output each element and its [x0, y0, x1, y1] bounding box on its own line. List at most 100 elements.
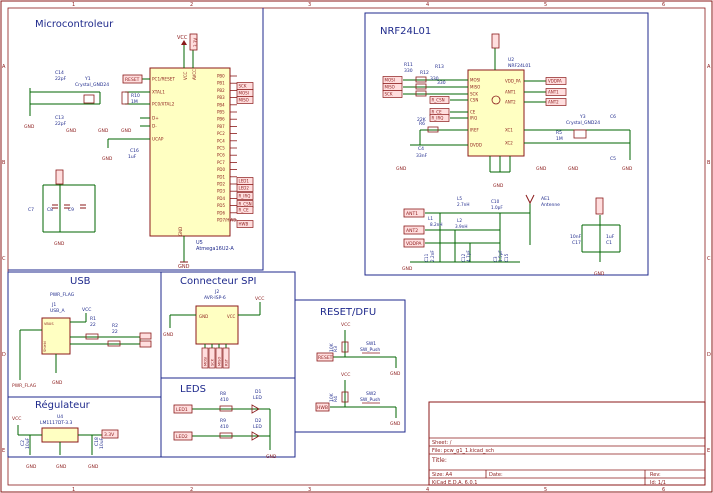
svg-text:GND: GND: [56, 464, 67, 470]
crystal-y1[interactable]: Y1 Crystal_GND24: [75, 76, 109, 104]
frame-row-C: C: [2, 256, 6, 262]
nrf-logo-icon: [491, 95, 501, 105]
nrf-3v3-flag: [491, 33, 500, 49]
mcu-pin-left: PC1/RESET: [152, 77, 175, 82]
svg-text:10K: 10K: [329, 342, 335, 352]
cap-c13-val: 22pF: [55, 121, 67, 127]
svg-text:C18: C18: [94, 437, 100, 446]
antenna-part-label: 1.0pF: [491, 205, 503, 210]
mcu-pin-right: PB6: [217, 117, 225, 122]
spi-connector[interactable]: J2 AVR-ISP-6 GND VCC: [195, 289, 239, 345]
svg-text:Crystal_GND24: Crystal_GND24: [566, 120, 600, 126]
antenna-part-label: 1.5pF: [498, 250, 503, 262]
mcu-net-label: R_CE: [239, 208, 250, 213]
nrf-value: NRF24L01: [508, 63, 531, 69]
usb-labels: PWR_FLAG VCC R1 22 R2 22 PWR_FLAG GND: [12, 292, 118, 389]
mcu-pin-right: PD4: [217, 196, 225, 201]
svg-text:10uF: 10uF: [99, 437, 105, 449]
mcu-pin-right: PD0: [217, 167, 225, 172]
frame-row-D: D: [2, 352, 6, 358]
nrf-pin-left: DVDD: [470, 143, 482, 148]
svg-text:10nF: 10nF: [570, 234, 582, 240]
mcu-pin-right: PB2: [217, 88, 225, 93]
svg-text:GND: GND: [396, 166, 407, 172]
svg-text:10uF: 10uF: [25, 437, 31, 449]
antenna-part-label: 3.9nH: [455, 224, 467, 229]
svg-text:R3: R3: [333, 346, 339, 352]
svg-text:C1: C1: [606, 240, 612, 246]
svg-text:VCC: VCC: [82, 307, 91, 313]
cap-c9-ref: C9: [68, 207, 74, 213]
frame-col-2: 2: [190, 2, 193, 8]
mcu-pin-left: PC0/XTAL2: [152, 102, 175, 107]
svg-text:VDDPA: VDDPA: [406, 241, 422, 247]
nrf-net-label: R_IRQ: [432, 116, 444, 121]
svg-text:RESET: RESET: [318, 355, 333, 361]
cap-c16-val: 1uF: [128, 154, 137, 160]
svg-text:GND: GND: [594, 271, 605, 277]
nrf-net-box: [545, 98, 567, 106]
mcu-reset-label-box[interactable]: [122, 74, 143, 84]
leds-parts[interactable]: D1 LED D2 LED R8 410 R9 410: [219, 389, 262, 441]
crystal-y1-value: Crystal_GND24: [75, 82, 109, 88]
block-title-micro: Microcontroleur: [35, 19, 114, 30]
mcu-pin-left: D-: [152, 124, 157, 129]
nrf-pin-right: VDD_PA: [505, 79, 521, 84]
mcu-net-label: HWB: [239, 222, 249, 227]
mcu-net-box: [236, 192, 254, 200]
title-block: Sheet: / File: pcw_g1_1.kicad_sch Title:…: [428, 401, 706, 486]
antenna-part-label: C3: [493, 256, 498, 262]
antenna-value: Antenne: [541, 202, 560, 208]
spi-net-label: MOSI: [204, 357, 208, 366]
antenna-symbol[interactable]: AE1 Antenne: [525, 194, 560, 208]
nrf-pin-right: ANT1: [505, 90, 516, 95]
block-title-usb: USB: [70, 276, 91, 287]
mcu-pin-right: PC6: [217, 153, 225, 158]
mcu-pin-right: PD6: [217, 210, 225, 215]
block-frames: [7, 8, 649, 458]
res-micro[interactable]: R10 1M: [121, 91, 140, 105]
spi-net-box: [201, 347, 209, 369]
svg-text:SW2: SW2: [366, 391, 376, 397]
svg-text:R1: R1: [90, 316, 96, 322]
decoup-caps-nrf: C17 10nF C1 1uF GND: [570, 197, 621, 277]
usb-ref: J1: [51, 302, 56, 308]
regulator[interactable]: U4 LM1117DT-3.3: [40, 414, 79, 443]
title-id: Id: 1/1: [650, 480, 666, 486]
usb-connector[interactable]: J1 USB_A VBUS Shield: [41, 302, 71, 355]
title-tool: KiCad E.D.A. 6.0.1: [432, 480, 477, 486]
nrf-crystal-y3[interactable]: [573, 129, 587, 139]
nrf-net-label: ANT2: [548, 100, 559, 105]
frame-col-4: 4: [426, 2, 429, 8]
mcu-pin-right: PD3: [217, 189, 225, 194]
nrf-net-box: [382, 90, 403, 98]
reset-wires: [330, 330, 397, 418]
svg-text:33nF: 33nF: [416, 153, 428, 159]
svg-text:GND: GND: [622, 166, 633, 172]
nrf-net-box: [545, 88, 567, 96]
title-sheet: Sheet: /: [432, 440, 452, 446]
nrf-pin-left: MISO: [470, 85, 480, 90]
reset-parts[interactable]: R3 10K R4 10K SW1 SW_Push SW2 SW_Push: [329, 341, 380, 404]
mcu-net-box: [236, 184, 254, 192]
mcu-pin-right: PD2: [217, 182, 225, 187]
svg-text:R2: R2: [112, 323, 118, 329]
block-title-reg: Régulateur: [35, 399, 91, 411]
frame-row-right-D: D: [707, 352, 711, 358]
svg-text:22: 22: [90, 322, 96, 328]
frame-col-bottom-5: 5: [544, 487, 547, 493]
frame-col-bottom-6: 6: [662, 487, 665, 493]
mcu-net-box: [236, 206, 254, 214]
mcu-pin-right: PD5: [217, 203, 225, 208]
frame-row-right-E: E: [707, 448, 710, 454]
gnd-symbols-nrf: GND GND GND GND GND: [396, 166, 633, 189]
frame-col-5: 5: [544, 2, 547, 8]
mcu-pin-right: PB3: [217, 95, 225, 100]
antenna-nets: ANT1 ANT2 VDDPA GND: [402, 208, 425, 272]
antenna-part-label: C15: [504, 253, 509, 262]
svg-text:GND: GND: [98, 128, 109, 134]
